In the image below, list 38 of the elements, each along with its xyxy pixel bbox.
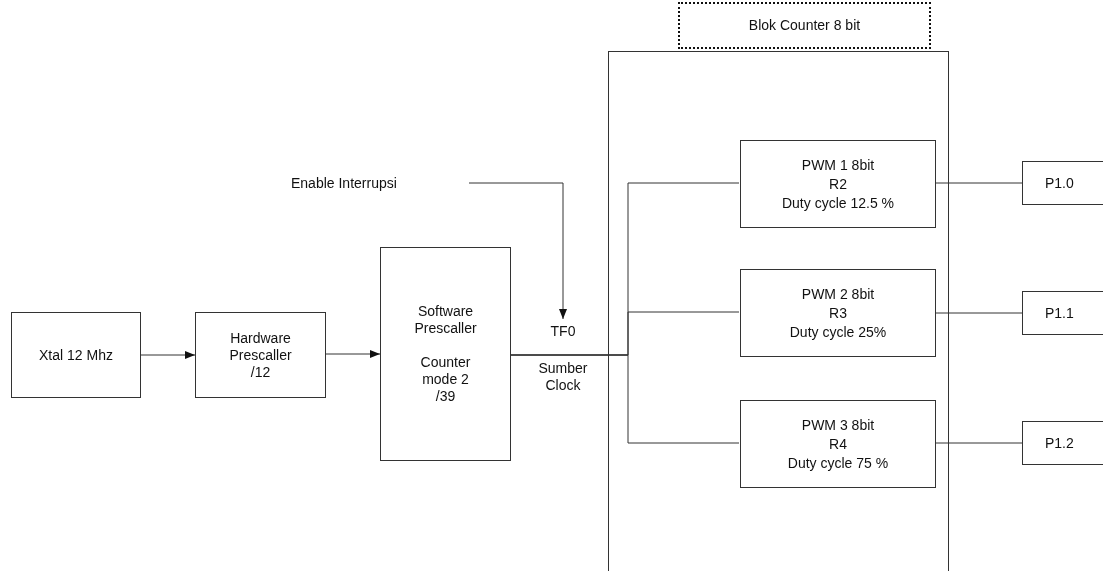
node-text: PWM 2 8bit [801,285,875,303]
node-text: P1.1 [1045,304,1074,322]
node-text: R4 [829,435,847,453]
port-box [1022,291,1103,335]
node-text: Software Prescaller [413,303,478,337]
port-box [1022,421,1103,465]
node-text: Counter mode 2 /39 [419,354,472,405]
arrow [468,182,567,320]
process-box [11,312,141,398]
node-text: P1.2 [1045,434,1074,452]
process-box [380,247,511,461]
connector-line [510,354,740,444]
connector-line [934,442,1023,444]
node-text: Duty cycle 75 % [787,454,889,472]
process-box [195,312,326,398]
process-box [740,400,936,488]
node-text: Xtal 12 Mhz [39,346,113,364]
signal-label: Sumber Clock [537,360,589,394]
node-text: PWM 1 8bit [801,156,875,174]
node-text: P1.0 [1045,174,1074,192]
arrow [140,351,196,359]
node-text: TF0 [550,322,576,340]
node-text: Duty cycle 12.5 % [781,194,895,212]
node-text: Hardware Prescaller /12 [228,329,293,381]
node-text: Enable Interrupsi [291,174,397,192]
counter-block-frame [608,51,949,571]
node-text: Duty cycle 25% [789,323,887,341]
process-box [740,140,936,228]
connector-line [934,312,1023,314]
port-box [1022,161,1103,205]
arrow [325,350,381,358]
connector-line [934,182,1023,184]
node-text: Blok Counter 8 bit [748,17,861,34]
node-text: R3 [829,304,847,322]
block-title-box [678,2,931,49]
node-text: PWM 3 8bit [801,416,875,434]
node-text: R2 [829,175,847,193]
process-box [740,269,936,357]
